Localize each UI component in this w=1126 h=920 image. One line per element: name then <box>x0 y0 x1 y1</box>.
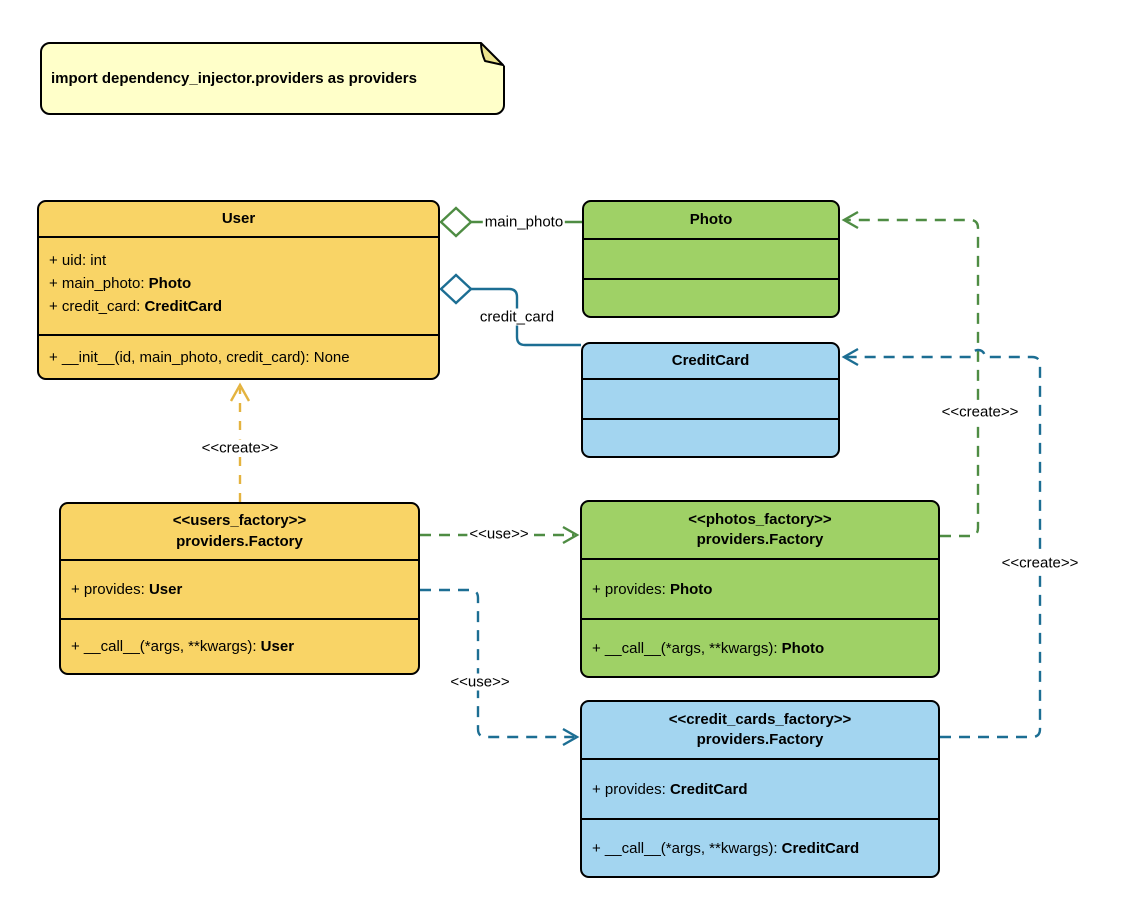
note-import-providers: import dependency_injector.providers as … <box>40 42 505 115</box>
class-methods-user: + __init__(id, main_photo, credit_card):… <box>39 334 438 378</box>
edge-photos-factory-create-photo <box>846 218 980 538</box>
stereotype-credit-cards-factory: <<credit_cards_factory>> <box>668 710 852 728</box>
arrowhead-create-credit-card <box>841 347 859 367</box>
class-attributes-credit-cards-factory: + provides: CreditCard <box>582 758 938 818</box>
class-methods-photos-factory: + __call__(*args, **kwargs): Photo <box>582 618 938 676</box>
class-attributes-user: + uid: int + main_photo: Photo + credit_… <box>39 236 438 334</box>
attribute-row: + provides: Photo <box>592 580 713 598</box>
arrowhead-use-credit-cards-factory <box>562 727 580 747</box>
note-fold-icon <box>480 42 505 66</box>
edge-users-factory-use-credit-cards-factory <box>420 588 574 739</box>
class-box-users-factory: <<users_factory>> providers.Factory + pr… <box>59 502 420 675</box>
aggregation-diamond-main-photo <box>439 206 473 238</box>
arrowhead-use-photos-factory <box>562 525 580 545</box>
attribute-row: + credit_card: CreditCard <box>49 298 222 315</box>
edge-label-create-credit-card: <<create>> <box>999 554 1081 572</box>
method-row: + __init__(id, main_photo, credit_card):… <box>49 348 350 366</box>
class-name-photos-factory: providers.Factory <box>696 531 824 548</box>
class-box-photos-factory: <<photos_factory>> providers.Factory + p… <box>580 500 940 678</box>
arrowhead-create-photo <box>841 210 859 230</box>
method-row: + __call__(*args, **kwargs): Photo <box>592 639 825 657</box>
note-text: import dependency_injector.providers as … <box>51 70 417 87</box>
stereotype-users-factory: <<users_factory>> <box>172 512 307 530</box>
class-name-users-factory: providers.Factory <box>176 532 303 550</box>
edge-label-create-user: <<create>> <box>199 439 281 457</box>
attribute-row: + main_photo: Photo <box>49 275 192 292</box>
edge-label-main-photo: main_photo <box>482 213 566 231</box>
attribute-row: + uid: int <box>49 252 107 269</box>
class-title-users-factory: <<users_factory>> providers.Factory <box>61 504 418 559</box>
class-title-user: User <box>221 209 256 227</box>
class-methods-credit-card <box>583 418 838 456</box>
class-methods-photo <box>584 278 838 316</box>
class-title-credit-cards-factory: <<credit_cards_factory>> providers.Facto… <box>582 702 938 758</box>
class-attributes-credit-card <box>583 378 838 418</box>
class-box-user: User + uid: int + main_photo: Photo + cr… <box>37 200 440 380</box>
class-methods-credit-cards-factory: + __call__(*args, **kwargs): CreditCard <box>582 818 938 876</box>
edge-label-create-photo: <<create>> <box>939 403 1021 421</box>
edge-label-use-credit-cards: <<use>> <box>448 673 512 691</box>
class-attributes-photos-factory: + provides: Photo <box>582 558 938 618</box>
class-attributes-photo <box>584 238 838 278</box>
class-title-credit-card: CreditCard <box>671 351 750 369</box>
class-box-credit-card: CreditCard <box>581 342 840 458</box>
class-methods-users-factory: + __call__(*args, **kwargs): User <box>61 618 418 673</box>
attribute-row: + provides: User <box>71 581 183 598</box>
edge-credit-cards-factory-create-credit-card <box>846 348 1042 739</box>
class-title-photos-factory: <<photos_factory>> providers.Factory <box>582 502 938 558</box>
class-name-credit-cards-factory: providers.Factory <box>696 731 824 748</box>
arrowhead-create-user <box>229 382 251 402</box>
class-attributes-users-factory: + provides: User <box>61 559 418 618</box>
class-title-photo: Photo <box>689 210 733 228</box>
edge-label-credit-card: credit_card <box>477 308 557 326</box>
aggregation-diamond-credit-card <box>439 273 473 305</box>
class-box-photo: Photo <box>582 200 840 318</box>
method-row: + __call__(*args, **kwargs): CreditCard <box>592 839 860 857</box>
attribute-row: + provides: CreditCard <box>592 780 748 798</box>
class-box-credit-cards-factory: <<credit_cards_factory>> providers.Facto… <box>580 700 940 878</box>
method-row: + __call__(*args, **kwargs): User <box>71 638 295 655</box>
stereotype-photos-factory: <<photos_factory>> <box>688 510 832 528</box>
edge-label-use-photos: <<use>> <box>467 525 531 543</box>
